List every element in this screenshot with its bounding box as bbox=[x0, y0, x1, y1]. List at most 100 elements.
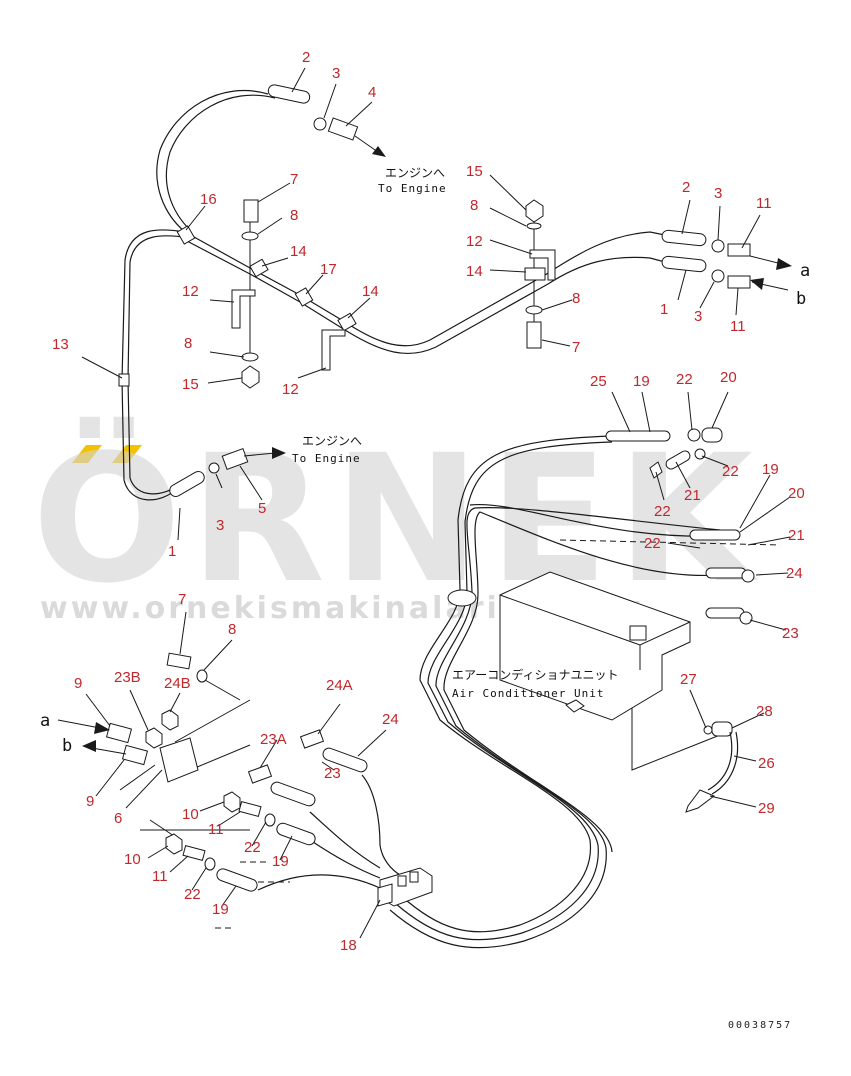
callout-8-lower: 8 bbox=[228, 621, 236, 638]
callout-23b: 23B bbox=[114, 669, 141, 686]
fitting-11-b bbox=[182, 844, 206, 862]
fitting-5 bbox=[221, 448, 249, 470]
ac-bundle-2 bbox=[394, 441, 613, 941]
bracket-12-a bbox=[231, 289, 256, 329]
hose-25 bbox=[605, 430, 671, 442]
hose-1-right bbox=[661, 255, 707, 273]
dash-leader-1 bbox=[559, 539, 781, 546]
callout-7-lower: 7 bbox=[178, 591, 186, 608]
main-line-lower bbox=[184, 239, 666, 355]
bolt-7-lower bbox=[166, 652, 192, 670]
arrows bbox=[57, 135, 792, 755]
upper-engine-line-outer bbox=[165, 94, 276, 231]
callout-12-right: 12 bbox=[466, 233, 483, 250]
fitting-24a bbox=[299, 729, 325, 749]
hose-2-top bbox=[267, 84, 311, 104]
hose-19-mid bbox=[689, 529, 741, 541]
oring-22-left bbox=[649, 461, 663, 479]
callout-13: 13 bbox=[52, 336, 69, 353]
bracket-12-right bbox=[529, 249, 556, 281]
washer-8-right-low bbox=[525, 305, 543, 315]
callout-22-top: 22 bbox=[676, 371, 693, 388]
callout-20-top: 20 bbox=[720, 369, 737, 386]
fitting-23-end bbox=[739, 611, 753, 625]
washer-8-left bbox=[241, 352, 259, 362]
upper-engine-line bbox=[156, 89, 269, 233]
callout-27: 27 bbox=[680, 671, 697, 688]
callout-25: 25 bbox=[590, 373, 607, 390]
nut-15-right bbox=[525, 199, 544, 223]
plate-6 bbox=[159, 737, 199, 783]
fitting-22-top bbox=[687, 428, 701, 442]
clamp-14-a bbox=[249, 258, 269, 278]
hose-19-lower-a bbox=[276, 822, 316, 846]
callout-19-lower-b: 19 bbox=[212, 901, 229, 918]
tube-26-b bbox=[711, 731, 739, 795]
callout-12-b: 12 bbox=[282, 381, 299, 398]
clip-13 bbox=[118, 373, 130, 387]
oring-22-mid bbox=[694, 448, 706, 460]
callout-3-right-low: 3 bbox=[694, 308, 702, 325]
callout-6: 6 bbox=[114, 810, 122, 827]
fitting-20-top bbox=[701, 427, 723, 443]
to-engine-en-top: To Engine bbox=[378, 182, 447, 195]
clamp-3-left bbox=[208, 462, 220, 474]
callout-5: 5 bbox=[258, 500, 266, 517]
washer-8-top bbox=[241, 231, 259, 241]
clamp-16 bbox=[176, 225, 196, 245]
callout-3-left: 3 bbox=[216, 517, 224, 534]
hose-23-lower bbox=[270, 781, 316, 807]
hose-2-right bbox=[661, 229, 707, 247]
left-loop-line-inner bbox=[127, 235, 191, 495]
callout-3-right-top: 3 bbox=[714, 185, 722, 202]
callout-18: 18 bbox=[340, 937, 357, 954]
nut-10-a bbox=[223, 791, 241, 813]
callout-1-right: 1 bbox=[660, 301, 668, 318]
clamp-14-right bbox=[524, 267, 546, 281]
callout-28: 28 bbox=[756, 703, 773, 720]
nut-23b bbox=[145, 727, 163, 749]
callout-9-b: 9 bbox=[86, 793, 94, 810]
ac-line-upper-19 bbox=[469, 503, 721, 537]
arrow-a-left bbox=[57, 719, 110, 734]
arrow-a-right-label: a bbox=[800, 261, 811, 281]
callout-24b: 24B bbox=[164, 675, 191, 692]
clamp-3-right-low bbox=[711, 269, 725, 283]
washer-8-right-top bbox=[526, 222, 542, 230]
main-line-upper bbox=[184, 231, 671, 347]
callout-19-lower-a: 19 bbox=[272, 853, 289, 870]
leader-lines bbox=[81, 67, 791, 939]
fitting-11-right-top bbox=[727, 243, 751, 257]
ac-unit-box bbox=[499, 571, 691, 721]
left-loop-line bbox=[121, 229, 186, 501]
tube-21-top bbox=[665, 450, 691, 470]
ac-bundle-1 bbox=[399, 435, 613, 933]
block-18 bbox=[377, 867, 433, 907]
callout-8-right-low: 8 bbox=[572, 290, 580, 307]
callout-22-lower-b: 22 bbox=[184, 886, 201, 903]
watermark-brand: ÖRNEK bbox=[32, 415, 761, 622]
fitting-4-top bbox=[327, 117, 359, 141]
bolt-7-right bbox=[526, 321, 542, 349]
grommet bbox=[447, 589, 477, 607]
clamp-3-top bbox=[313, 117, 327, 131]
to-engine-jp-mid: エンジンへ bbox=[302, 434, 362, 448]
nut-24b bbox=[161, 709, 179, 731]
bracket-12-b bbox=[321, 329, 346, 371]
callout-15-top: 15 bbox=[466, 163, 483, 180]
callout-4-top: 4 bbox=[368, 84, 376, 101]
hose-19-lower-b bbox=[216, 868, 258, 892]
callout-24a: 24A bbox=[326, 677, 353, 694]
fitting-11-right-low bbox=[727, 275, 751, 289]
callout-8-top: 8 bbox=[290, 207, 298, 224]
callout-9-a: 9 bbox=[74, 675, 82, 692]
hose-24-mid bbox=[705, 567, 747, 579]
callout-11-a: 11 bbox=[208, 821, 224, 838]
callout-8-left: 8 bbox=[184, 335, 192, 352]
oring-22-a bbox=[264, 813, 276, 827]
arrow-to-engine-top bbox=[354, 135, 386, 157]
watermark-accent-right bbox=[112, 445, 142, 463]
bracket-frame bbox=[119, 679, 251, 841]
callout-15-left: 15 bbox=[182, 376, 199, 393]
